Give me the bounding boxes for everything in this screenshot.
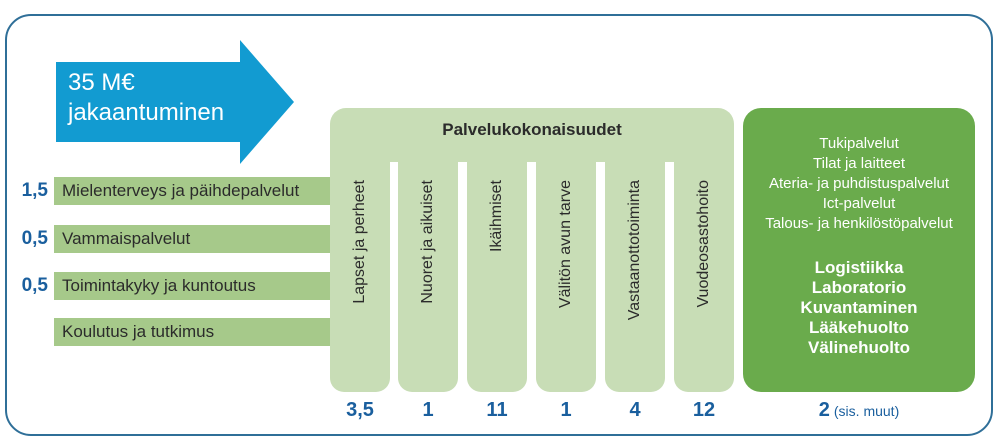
arrow-amount: 35 M€ [68,69,135,96]
service-column-6: Vuodeosastohoito [674,160,734,392]
support-services-bold-list: Logistiikka Laboratorio Kuvantaminen Lää… [743,258,975,358]
service-column-3: Ikäihmiset [467,160,527,392]
column-value-2: 1 [422,399,434,421]
support-bold-item: Kuvantaminen [800,298,918,317]
arrow-right-icon [56,40,294,164]
support-item: Ict-palvelut [822,195,896,212]
service-column-5: Vastaanottotoiminta [605,160,665,392]
support-value-note: (sis. muut) [833,403,900,419]
service-column-label: Lapset ja perheet [351,180,369,304]
left-value-2: 0,5 [21,228,48,249]
service-column-4: Välitön avun tarve [536,160,596,392]
column-value-4: 1 [560,399,572,421]
support-bold-item: Laboratorio [811,278,907,297]
column-label-text: Vastaanottotoiminta [626,180,643,321]
service-bar-education-research: Koulutus ja tutkimus [54,318,354,346]
column-label-text: Ikäihmiset [488,180,505,253]
support-bold-item: Lääkehuolto [808,318,910,337]
service-column-1: Lapset ja perheet [330,160,390,392]
support-bold-item: Logistiikka [814,258,904,277]
column-label-text: Vuodeosastohoito [695,180,712,308]
support-bold-item: Välinehuolto [808,338,910,357]
column-label-text: Välitön avun tarve [557,180,574,309]
service-bar-disability: Vammaispalvelut [54,225,354,253]
service-bar-mental-health: Mielenterveys ja päihdepalvelut [54,177,354,205]
support-value-number: 2 [818,399,830,421]
support-item: Tukipalvelut [819,135,899,152]
left-value-1: 1,5 [21,180,48,201]
service-column-label: Nuoret ja aikuiset [419,180,437,304]
arrow-caption: 35 M€ jakaantuminen [68,68,224,128]
service-column-label: Vastaanottotoiminta [626,180,644,320]
service-panel-header [330,108,734,162]
service-column-label: Vuodeosastohoito [695,180,713,308]
service-column-2: Nuoret ja aikuiset [398,160,458,392]
column-value-6: 12 [692,399,716,421]
service-panel-title: Palvelukokonaisuudet [442,120,622,139]
support-services-list: Tukipalvelut Tilat ja laitteet Ateria- j… [743,134,975,234]
service-column-label: Ikäihmiset [488,180,506,252]
support-services-box: Tukipalvelut Tilat ja laitteet Ateria- j… [743,108,975,392]
column-value-5: 4 [629,399,641,421]
support-item: Tilat ja laitteet [813,155,905,172]
left-value-3: 0,5 [21,275,48,296]
service-bar-rehabilitation: Toimintakyky ja kuntoutus [54,272,354,300]
support-value: 2(sis. muut) [743,399,975,422]
support-item: Ateria- ja puhdistuspalvelut [768,175,950,192]
column-label-text: Nuoret ja aikuiset [419,180,436,304]
column-value-1: 3,5 [346,399,374,421]
outer-frame [5,14,993,436]
arrow-subtitle: jakaantuminen [68,99,225,126]
service-column-label: Välitön avun tarve [557,180,575,308]
support-item: Talous- ja henkilöstöpalvelut [765,215,953,232]
column-label-text: Lapset ja perheet [351,180,368,304]
column-value-3: 11 [486,399,508,421]
